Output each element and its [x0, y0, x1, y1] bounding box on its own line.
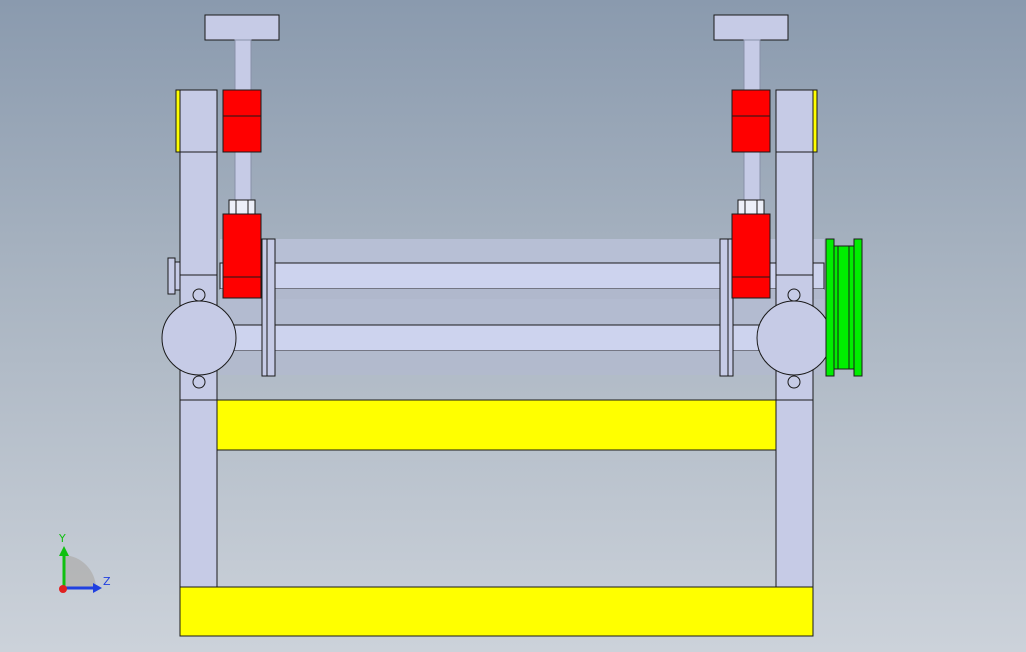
left-post-tab — [175, 89, 181, 153]
drive-pulley[interactable] — [825, 238, 863, 377]
right-handle-bar[interactable] — [713, 14, 789, 41]
right-roller-flange — [719, 238, 729, 377]
middle-crossbeam[interactable] — [216, 399, 777, 451]
left-handle-bar[interactable] — [204, 14, 280, 41]
left-axle-cap — [174, 261, 181, 291]
coordinate-triad — [59, 546, 102, 593]
triad-quadrant — [64, 555, 96, 588]
base-crossbeam[interactable] — [179, 586, 814, 637]
y-axis-label: Y — [59, 532, 66, 545]
left-roller-flange — [261, 238, 268, 377]
right-hex-nut[interactable] — [737, 199, 765, 215]
left-axle-cap — [167, 257, 176, 295]
left-bearing[interactable] — [161, 288, 237, 389]
right-post-tab — [812, 89, 818, 153]
left-upper-clamp[interactable] — [222, 89, 262, 153]
right-roller-flange — [727, 238, 734, 377]
y-axis-arrowhead — [59, 546, 69, 556]
left-roller-flange — [266, 238, 276, 377]
left-lower-clamp[interactable] — [222, 213, 262, 299]
z-axis-arrowhead — [93, 583, 102, 593]
z-axis-label: Z — [103, 575, 111, 588]
right-lower-clamp[interactable] — [731, 213, 771, 299]
left-hex-nut[interactable] — [228, 199, 256, 215]
x-axis-dot — [59, 585, 67, 593]
right-upper-clamp[interactable] — [731, 89, 771, 153]
